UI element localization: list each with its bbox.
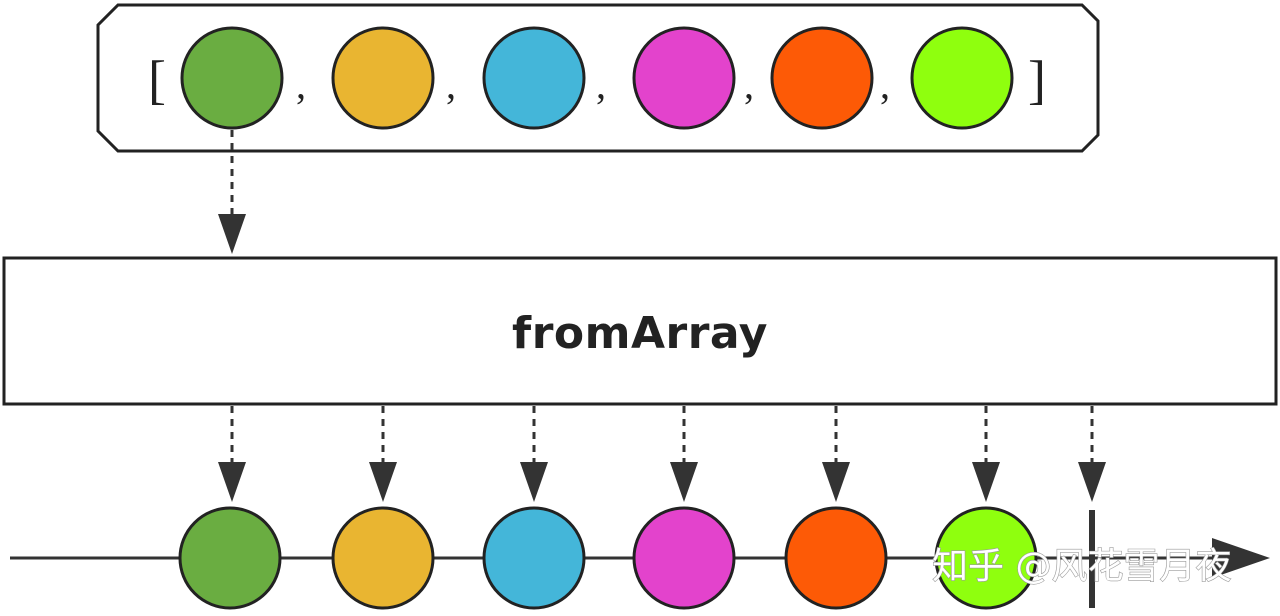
- operator-label: fromArray: [512, 308, 768, 359]
- output-arrowhead-4: [670, 462, 698, 502]
- emitted-item-3: [482, 506, 586, 610]
- input-item-3: [482, 26, 586, 130]
- input-arrowhead: [218, 214, 246, 254]
- input-item-6: [910, 26, 1014, 130]
- open-bracket: [: [148, 50, 166, 110]
- output-arrows: [218, 406, 1106, 502]
- operator-box: [2, 256, 1278, 406]
- separator-comma-1: ,: [296, 62, 306, 107]
- emitted-item-2: [331, 506, 435, 610]
- separator-comma-4: ,: [744, 62, 754, 107]
- close-bracket: ]: [1028, 50, 1046, 110]
- output-items: [178, 506, 1038, 610]
- output-arrowhead-1: [218, 462, 246, 502]
- emitted-item-6: [934, 506, 1038, 610]
- output-arrowhead-6: [972, 462, 1000, 502]
- separator-comma-3: ,: [596, 62, 606, 107]
- output-arrowhead-3: [520, 462, 548, 502]
- input-item-4: [632, 26, 736, 130]
- watermark-text: 知乎 @风花雪月夜: [932, 546, 1231, 587]
- input-item-5: [770, 26, 874, 130]
- emitted-item-1: [178, 506, 282, 610]
- input-item-1: [180, 26, 284, 130]
- output-arrowhead-7: [1078, 462, 1106, 502]
- output-arrowhead-2: [369, 462, 397, 502]
- emitted-item-4: [632, 506, 736, 610]
- output-arrowhead-5: [822, 462, 850, 502]
- input-item-2: [331, 26, 435, 130]
- separator-comma-5: ,: [880, 62, 890, 107]
- timeline-arrowhead: [1212, 538, 1270, 578]
- emitted-item-5: [784, 506, 888, 610]
- separator-comma-2: ,: [446, 62, 456, 107]
- input-separators: ,,,,,: [296, 62, 890, 107]
- input-items: [180, 26, 1014, 130]
